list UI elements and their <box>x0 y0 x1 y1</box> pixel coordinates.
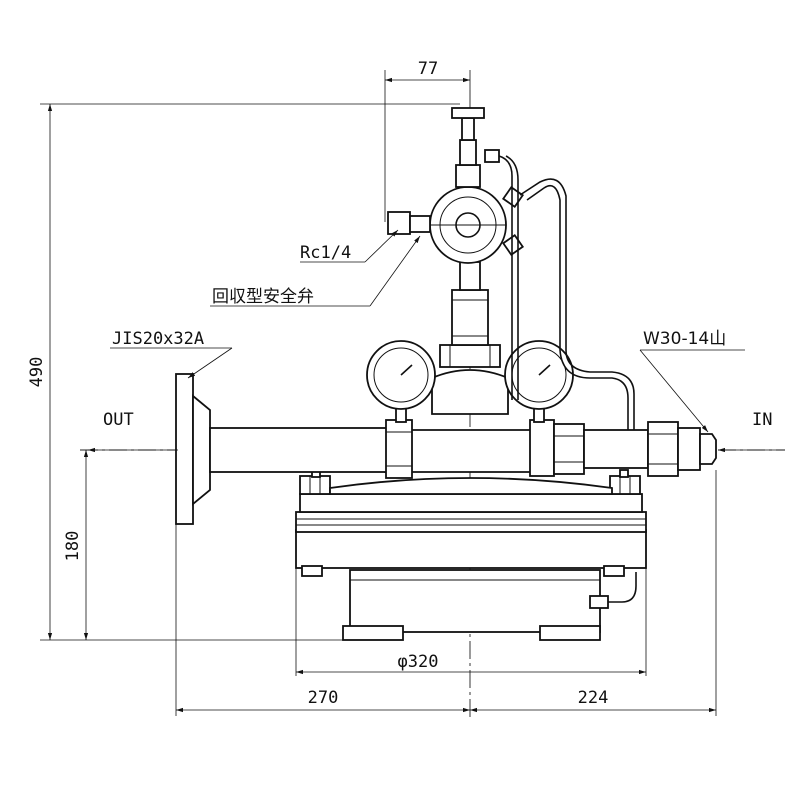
dim-diameter-label: φ320 <box>398 652 439 672</box>
rc-label: Rc1/4 <box>300 243 351 263</box>
out-label: OUT <box>103 410 134 430</box>
outlet-pipe <box>175 373 413 525</box>
dimensions <box>40 70 785 716</box>
dim-77-label: 77 <box>418 59 438 79</box>
inlet-pipe <box>529 419 717 477</box>
in-label: IN <box>752 410 772 430</box>
dim-490-label: 490 <box>27 357 47 388</box>
dim-224-label: 224 <box>578 688 609 708</box>
regulator-body <box>295 344 647 641</box>
gauge-right <box>504 340 574 423</box>
safety-valve-label: 回収型安全弁 <box>212 287 314 307</box>
thread-label: W30-14山 <box>643 329 726 349</box>
pilot-assembly <box>387 107 525 346</box>
gauge-left <box>366 340 436 423</box>
dim-180-label: 180 <box>63 531 83 562</box>
pilot-tubing <box>498 155 635 430</box>
dim-270-label: 270 <box>308 688 339 708</box>
flange-label: JIS20x32A <box>112 329 204 349</box>
